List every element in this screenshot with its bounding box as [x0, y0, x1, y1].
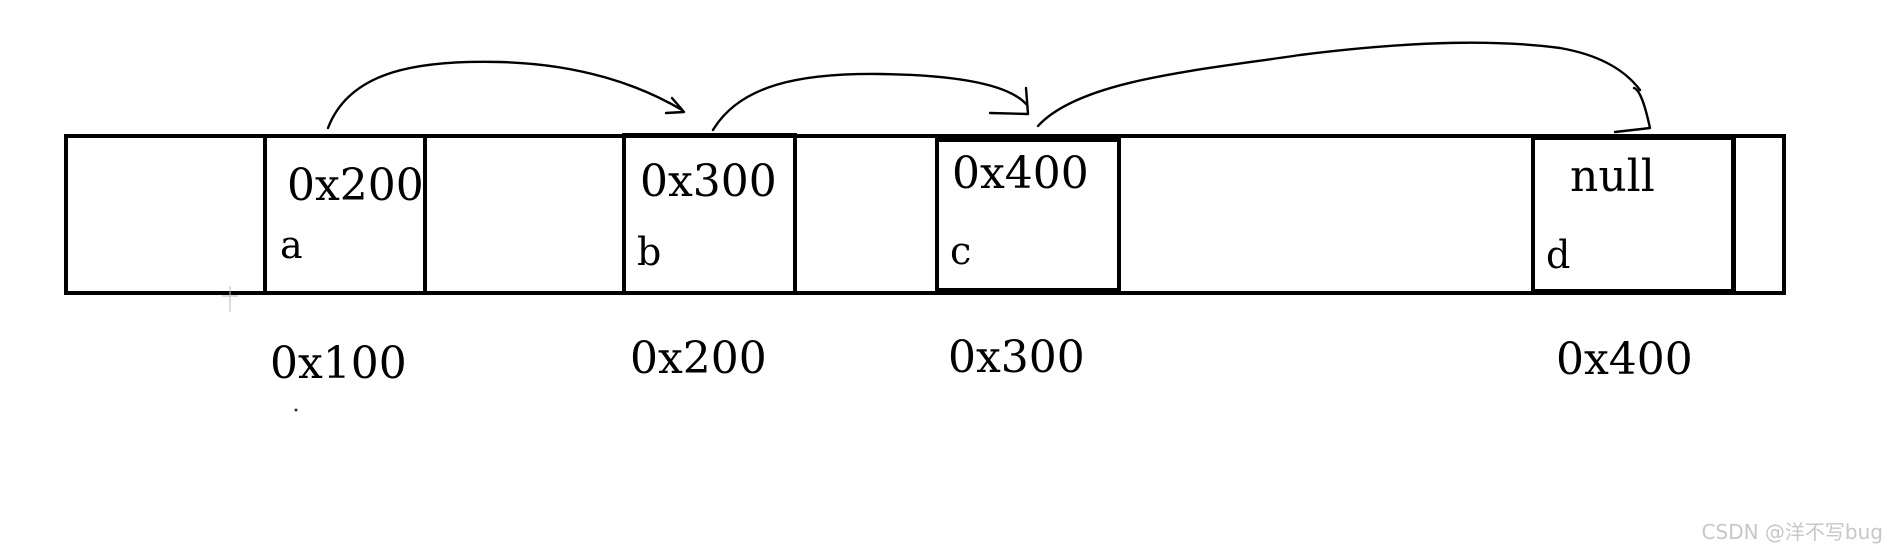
node-a-address: 0x100 — [270, 338, 407, 389]
node-c-address: 0x300 — [948, 332, 1085, 383]
node-c-name: c — [950, 229, 971, 273]
node-d-address: 0x400 — [1556, 334, 1693, 385]
link-a-to-b-curve — [326, 60, 684, 130]
node-c: 0x400 c 0x300 — [935, 138, 1121, 383]
link-b-to-c-arrowhead — [988, 86, 1030, 116]
node-a: 0x200 a 0x100 — [263, 134, 427, 389]
link-arrow-a-to-b — [326, 60, 686, 130]
link-arrow-c-to-d — [1036, 41, 1652, 134]
node-d-name: d — [1546, 233, 1570, 277]
node-a-name: a — [280, 223, 303, 267]
node-b: 0x300 b 0x200 — [622, 133, 797, 384]
link-c-to-d-arrowhead — [1613, 86, 1652, 134]
watermark-text: CSDN @洋不写bug — [1701, 520, 1883, 544]
memory-strip — [64, 134, 1786, 295]
link-arrow-b-to-c — [711, 72, 1030, 132]
node-c-box — [935, 138, 1121, 292]
node-d-box — [1531, 136, 1735, 293]
node-a-next-pointer: 0x200 — [287, 160, 424, 211]
node-c-next-pointer: 0x400 — [952, 148, 1089, 199]
link-c-to-d-curve — [1036, 41, 1642, 128]
cursor-crosshair-mark — [222, 286, 238, 312]
node-b-box — [622, 133, 797, 295]
node-d: null d 0x400 — [1531, 136, 1735, 385]
node-b-name: b — [637, 230, 661, 274]
node-d-next-pointer: null — [1570, 151, 1655, 202]
node-b-address: 0x200 — [630, 333, 767, 384]
link-b-to-c-curve — [711, 72, 1029, 132]
node-b-next-pointer: 0x300 — [640, 156, 777, 207]
stray-dot — [294, 408, 298, 412]
link-a-to-b-arrowhead — [664, 96, 686, 115]
node-a-box — [263, 134, 427, 295]
